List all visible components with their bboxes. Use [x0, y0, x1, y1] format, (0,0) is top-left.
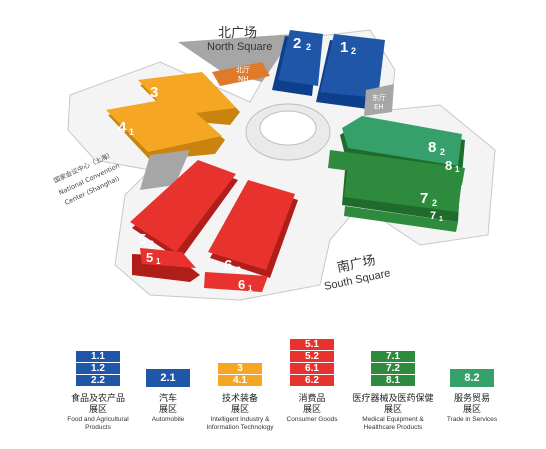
hall-8-2[interactable]: 8 2 [340, 116, 465, 175]
west-connector [140, 150, 190, 190]
legend-en: Consumer Goods [286, 416, 338, 423]
legend-en: Trade in Services [446, 416, 498, 423]
legend-en-2: Healthcare Products [363, 424, 423, 431]
hall-6-2[interactable]: 6 2 [208, 180, 298, 278]
hall-6-2-sub: 2 [236, 265, 241, 275]
legend-zh-2: 展区 [302, 405, 321, 415]
hall-7-1-sub: 1 [439, 216, 443, 223]
legend-en: Intelligent Industry & [210, 416, 270, 423]
legend-swatch-stack: 8.2 [450, 369, 494, 388]
legend-hall-label: 7.2 [371, 363, 415, 374]
legend-zh: 医疗器械及医药保健 [352, 394, 434, 404]
hall-7-2-main: 7 [420, 190, 428, 207]
eh-entrance[interactable] [364, 84, 394, 116]
legend-hall-label: 5.1 [290, 339, 334, 350]
hall-7-1-main: 7 [430, 210, 436, 222]
north-square-en: North Square [207, 41, 272, 53]
hall-2-2-sub: 2 [306, 42, 311, 52]
south-square-zh: 南广场 [336, 252, 377, 276]
hall-8-2-sub: 2 [440, 147, 445, 157]
legend-en: Automobile [151, 416, 185, 423]
legend-zh: 技术装备 [221, 394, 258, 404]
legend-hall-label: 1.1 [76, 351, 120, 362]
legend-zh: 食品及农产品 [70, 394, 125, 404]
nh-entrance[interactable] [212, 62, 270, 86]
hall-5-2[interactable]: 5 2 [130, 160, 238, 260]
hall-6-1-sub: 1 [248, 284, 253, 293]
hall-8-1-main: 8 [445, 158, 452, 173]
hall-7-2-sub: 2 [432, 198, 437, 208]
legend-zh-2: 展区 [383, 405, 402, 415]
legend-swatch-stack: 2.1 [146, 369, 190, 388]
legend-en-2: Products [85, 424, 111, 431]
hall-4-1-main: 4 [118, 119, 127, 136]
hall-7-1[interactable]: 7 1 [344, 206, 458, 232]
legend-zh: 汽车 [158, 394, 177, 404]
hall-2-2[interactable]: 2 2 [272, 30, 323, 96]
legend-hall-label: 3 [218, 363, 262, 374]
hall-6-1[interactable]: 6 1 [204, 272, 268, 293]
legend-zh-2: 展区 [230, 405, 249, 415]
legend-hall-label: 4.1 [218, 375, 262, 386]
eh-label-en: EH [374, 103, 384, 111]
hall-5-1-sub: 1 [156, 257, 161, 266]
legend-hall-label: 8.2 [450, 369, 494, 387]
hall-2-2-main: 2 [293, 35, 301, 52]
hall-6-2-main: 6 [224, 257, 232, 274]
hall-5-1[interactable]: 5 1 [132, 248, 200, 282]
hall-8-1-sub: 1 [455, 165, 460, 174]
central-rotunda [245, 103, 331, 161]
legend-zh-2: 展区 [462, 405, 481, 415]
legend-zh-2: 展区 [158, 405, 177, 415]
legend-zh: 服务贸易 [453, 394, 490, 404]
legend-en: Food and Agricultural [67, 416, 129, 423]
legend-hall-label: 5.2 [290, 351, 334, 362]
eh-label-zh: 东厅 [372, 93, 386, 102]
legend-hall-label: 7.1 [371, 351, 415, 362]
legend-en-2: Information Technology [206, 424, 274, 431]
legend-hall-label: 1.2 [76, 363, 120, 374]
legend-hall-label: 6.2 [290, 375, 334, 386]
hall-6-1-main: 6 [238, 277, 245, 292]
hall-3-main: 3 [150, 84, 158, 101]
legend-hall-label: 2.1 [146, 369, 190, 387]
hall-4-1-sub: 1 [129, 127, 134, 137]
hall-1-2-sub: 2 [351, 46, 356, 56]
hall-5-2-main: 5 [138, 231, 146, 248]
hall-7-2[interactable]: 7 2 [342, 165, 462, 222]
legend-zh-2: 展区 [88, 405, 107, 415]
hall-5-1-main: 5 [146, 250, 153, 265]
hall-1-2-main: 1 [340, 39, 348, 56]
legend-hall-label: 2.2 [76, 375, 120, 386]
nh-label-zh: 北厅 [236, 66, 250, 74]
legend-hall-label: 8.1 [371, 375, 415, 386]
legend-zh: 消费品 [298, 394, 326, 404]
hall-8-2-main: 8 [428, 139, 436, 156]
hall-5-2-sub: 2 [149, 239, 154, 249]
north-square-zh: 北广场 [218, 26, 257, 41]
legend-hall-label: 6.1 [290, 363, 334, 374]
nh-label-en: NH [238, 75, 249, 83]
hall-4-1[interactable]: 4 1 [106, 97, 225, 160]
legend-en: Medical Equipment & [362, 416, 424, 423]
